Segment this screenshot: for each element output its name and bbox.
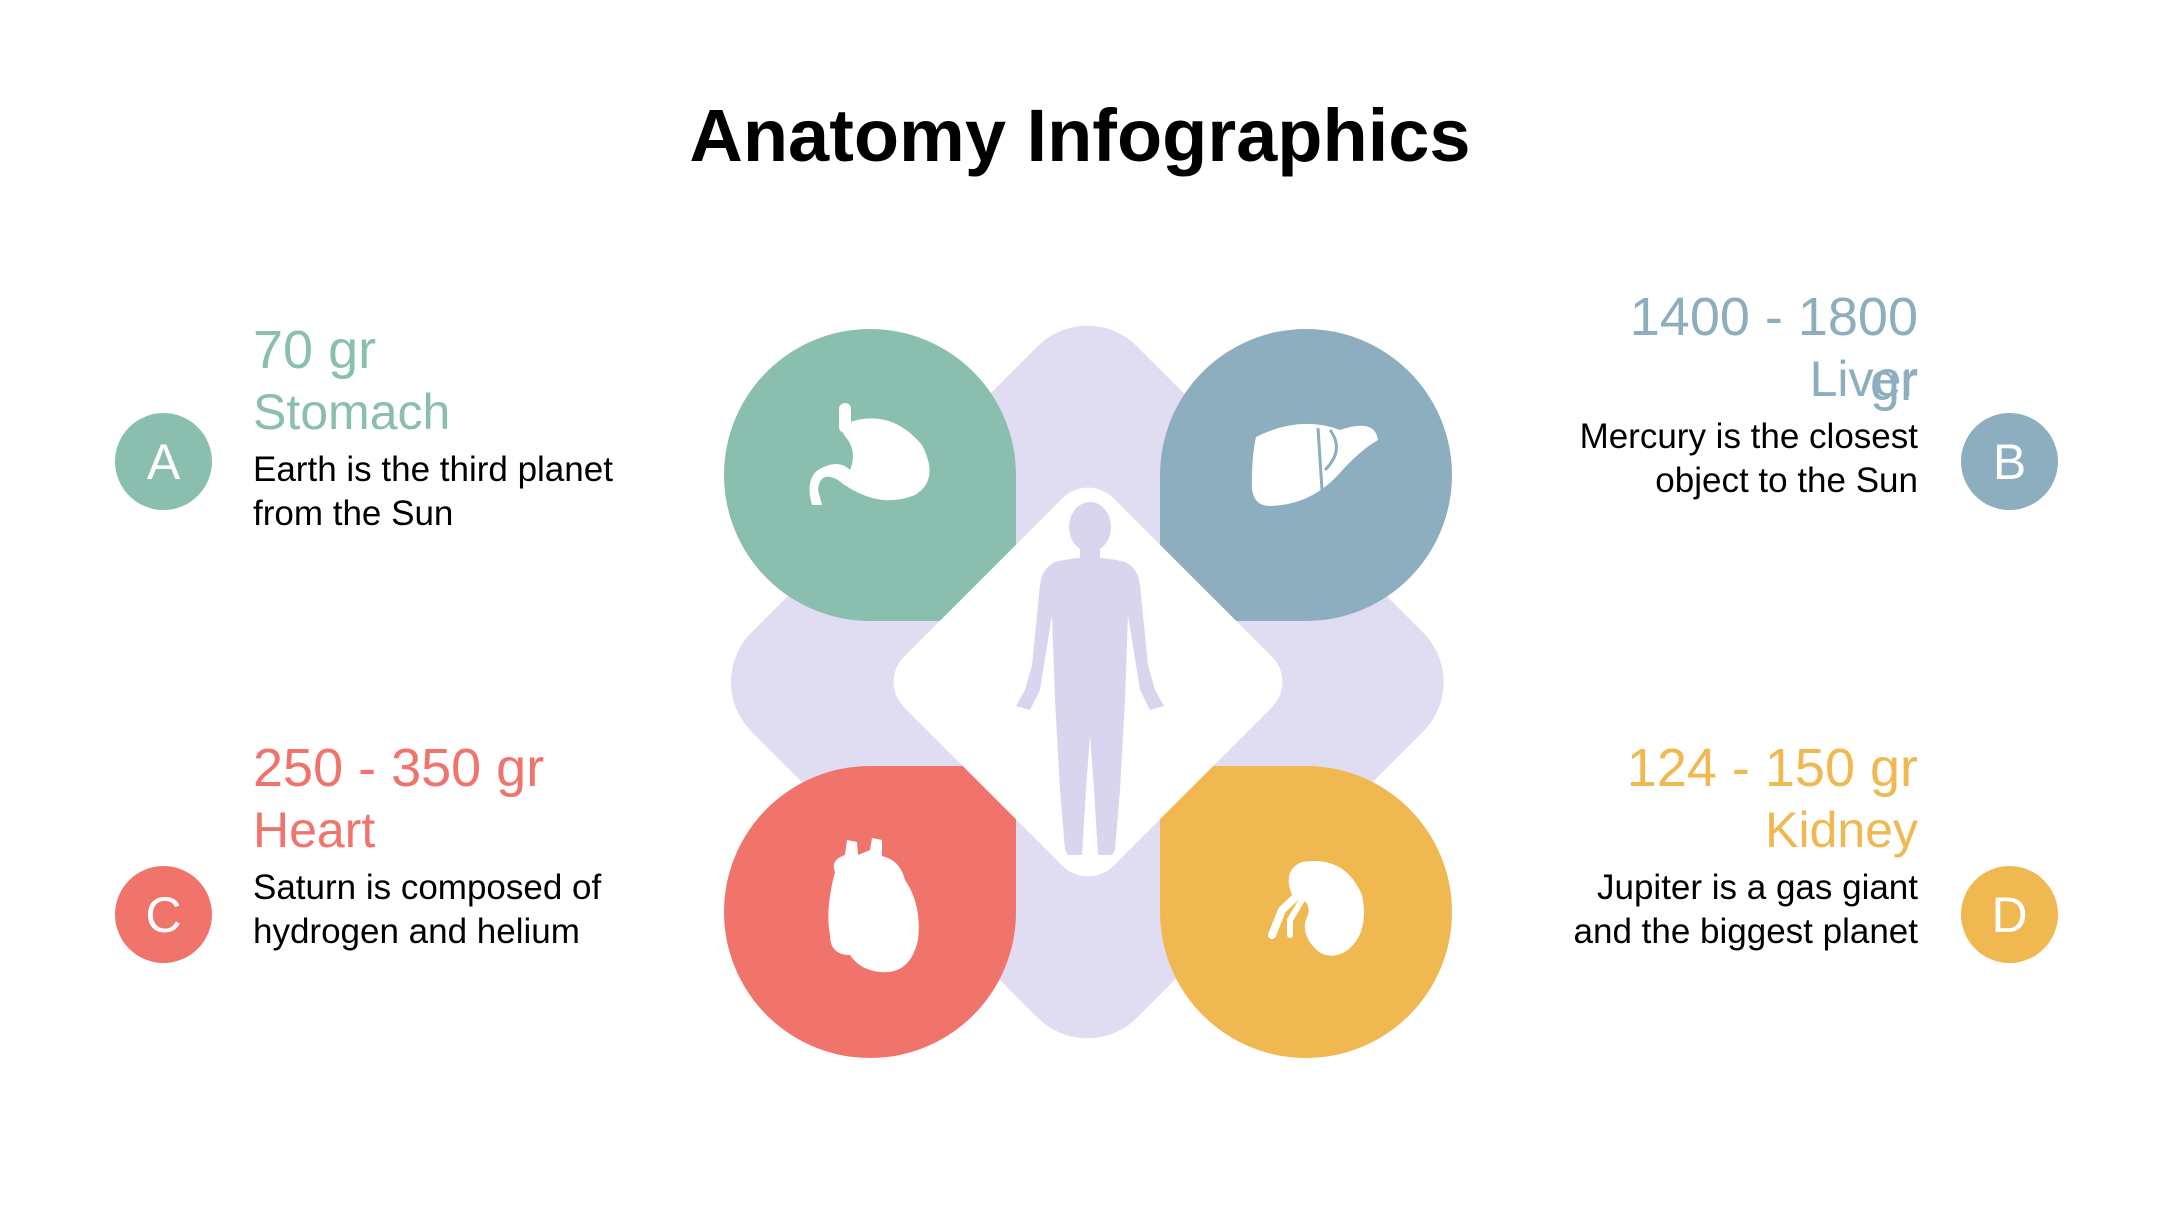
desc-heart-line2: hydrogen and helium — [253, 911, 580, 951]
heart-icon-shape — [828, 838, 919, 973]
name-heart: Heart — [253, 802, 376, 858]
liver-icon — [1251, 423, 1378, 506]
tile-kidney — [1160, 766, 1452, 1058]
badge-a: A — [115, 413, 212, 510]
desc-stomach-line1: Earth is the third planet — [253, 450, 613, 489]
badge-d: D — [1961, 866, 2058, 963]
weight-liver: 1400 - 1800 gr — [1629, 287, 1918, 412]
desc-kidney: Jupiter is a gas giant and the biggest p… — [1518, 866, 1918, 954]
weight-heart: 250 - 350 gr — [253, 738, 545, 798]
weight-stomach: 70 gr — [253, 320, 377, 380]
info-heart: 250 - 350 gr Heart Saturn is composed of… — [253, 736, 653, 954]
info-liver: 1400 - 1800 gr Liver Mercury is the clos… — [1518, 285, 1918, 503]
desc-liver: Mercury is the closest object to the Sun — [1518, 415, 1918, 503]
stomach-icon — [809, 403, 930, 505]
desc-kidney-line2: and the biggest planet — [1573, 911, 1918, 951]
badge-c: C — [115, 866, 212, 963]
human-body-icon — [1016, 502, 1164, 855]
page-title: Anatomy Infographics — [689, 94, 1471, 177]
info-kidney: 124 - 150 gr Kidney Jupiter is a gas gia… — [1518, 736, 1918, 954]
desc-liver-line1: Mercury is the closest — [1579, 417, 1918, 456]
name-stomach: Stomach — [253, 384, 451, 440]
desc-kidney-line1: Jupiter is a gas giant — [1596, 868, 1918, 907]
desc-heart: Saturn is composed of hydrogen and heliu… — [253, 866, 653, 954]
desc-heart-line1: Saturn is composed of — [253, 868, 602, 907]
kidney-icon-shape — [1268, 860, 1364, 956]
desc-liver-line2: object to the Sun — [1655, 460, 1918, 500]
name-liver: Liver — [1809, 351, 1918, 407]
desc-stomach: Earth is the third planet from the Sun — [253, 448, 653, 536]
badge-b: B — [1961, 413, 2058, 510]
name-kidney: Kidney — [1765, 802, 1918, 858]
desc-stomach-line2: from the Sun — [253, 493, 454, 533]
weight-kidney: 124 - 150 gr — [1626, 738, 1918, 798]
info-stomach: 70 gr Stomach Earth is the third planet … — [253, 318, 653, 536]
